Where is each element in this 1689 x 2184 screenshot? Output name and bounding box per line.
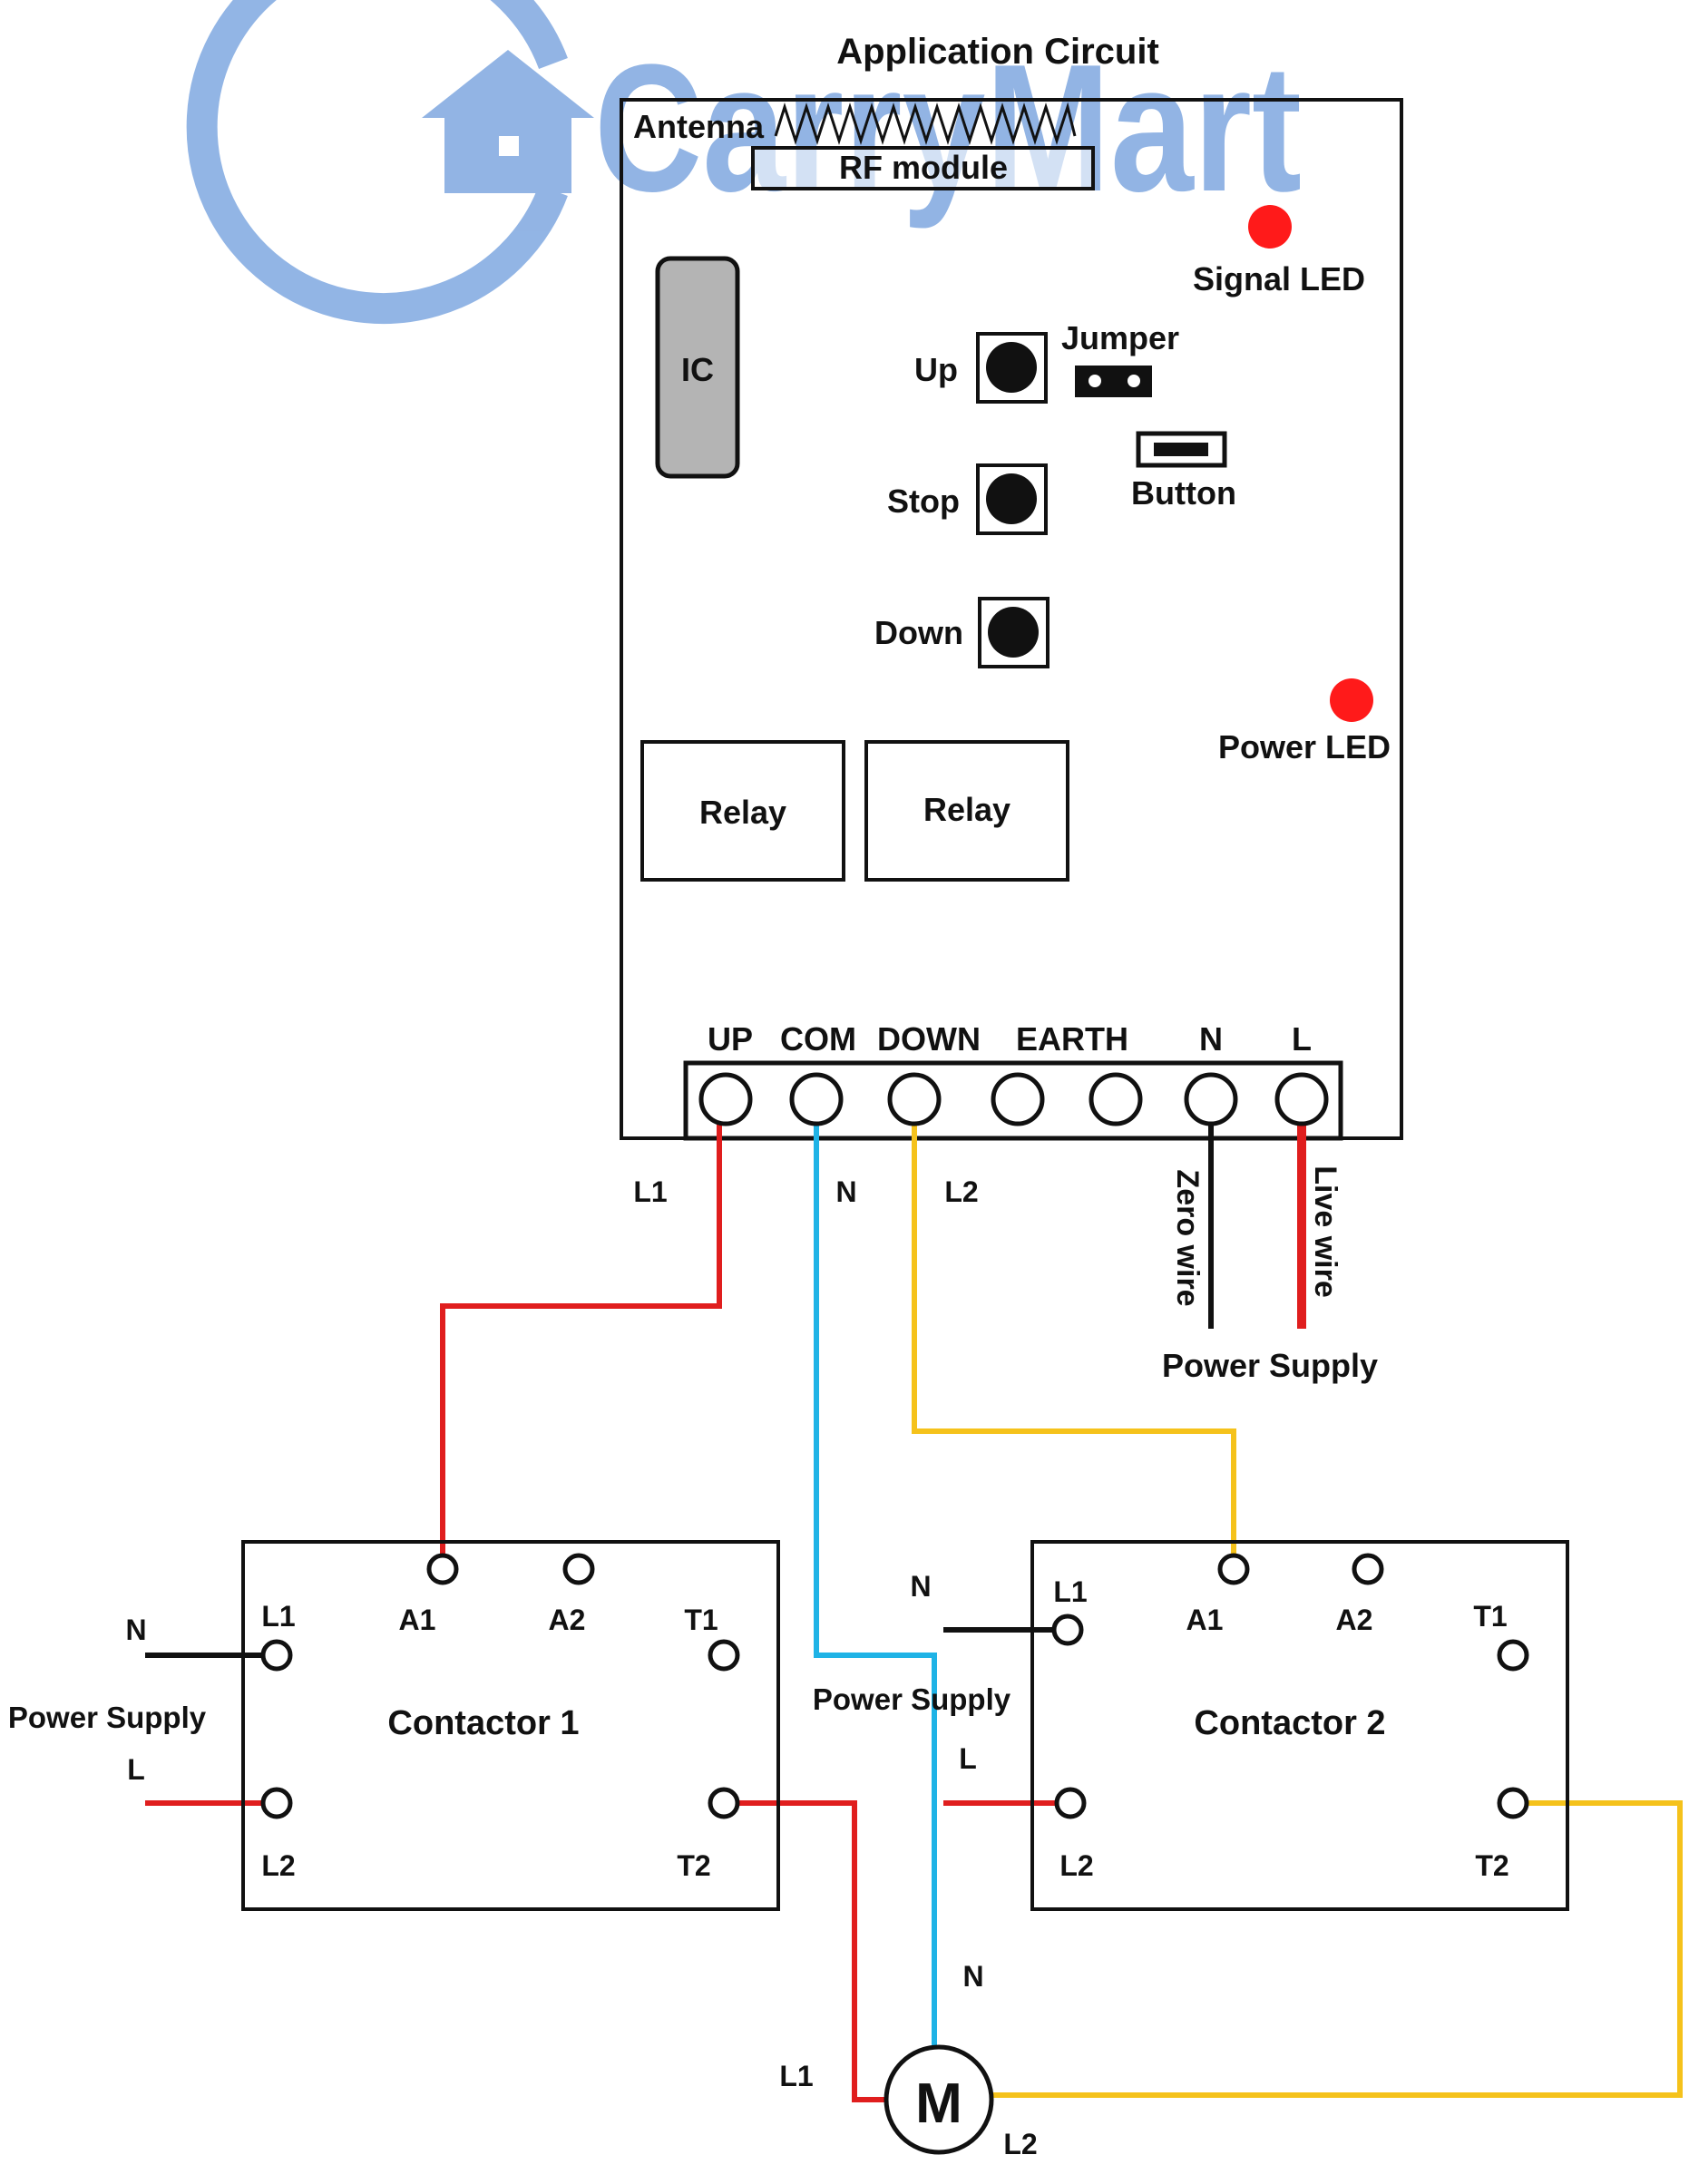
diagram-title: Application Circuit bbox=[836, 32, 1159, 72]
live-wire-label: Live wire bbox=[1308, 1165, 1342, 1298]
antenna-coil bbox=[774, 102, 1077, 145]
wire-up-label: L1 bbox=[633, 1175, 667, 1208]
terminal-label-l: L bbox=[1292, 1020, 1312, 1058]
c2-l1-label: L1 bbox=[1053, 1575, 1087, 1608]
button-label: Button bbox=[1131, 474, 1236, 512]
c2-a2-label: A2 bbox=[1336, 1604, 1373, 1636]
c2-terminal-l2[interactable] bbox=[1054, 1787, 1087, 1819]
down-label: Down bbox=[874, 614, 963, 651]
wire-c2-t2-yellow bbox=[991, 1800, 1683, 2098]
jumper-pin-2 bbox=[1128, 375, 1140, 387]
terminal-n[interactable] bbox=[1184, 1072, 1238, 1126]
motor bbox=[884, 2044, 994, 2155]
watermark-logo: CarryMart bbox=[186, 0, 1302, 324]
c2-t2-label: T2 bbox=[1475, 1849, 1508, 1882]
c1-a2-label: A2 bbox=[549, 1604, 586, 1636]
c1-terminal-a1[interactable] bbox=[426, 1553, 459, 1585]
terminal-label-up: UP bbox=[708, 1020, 753, 1058]
terminal-l[interactable] bbox=[1274, 1072, 1329, 1126]
stop-label: Stop bbox=[887, 483, 960, 520]
relay-2-label: Relay bbox=[923, 791, 1010, 828]
c1-t1-label: T1 bbox=[684, 1604, 718, 1636]
c2-a1-label: A1 bbox=[1186, 1604, 1224, 1636]
signal-led bbox=[1248, 205, 1292, 249]
c2-n-label: N bbox=[910, 1570, 931, 1603]
watermark-text: CarryMart bbox=[594, 27, 1302, 229]
motor-n-label: N bbox=[962, 1960, 983, 1993]
terminal-label-down: DOWN bbox=[877, 1020, 981, 1058]
motor-l2-label: L2 bbox=[1003, 2128, 1037, 2160]
power-led bbox=[1330, 678, 1373, 722]
relay-1-label: Relay bbox=[699, 794, 786, 831]
c2-terminal-a2[interactable] bbox=[1352, 1553, 1384, 1585]
terminal-earth[interactable] bbox=[991, 1072, 1045, 1126]
relay-1 bbox=[640, 740, 845, 882]
wire-c1-t2-red bbox=[739, 1800, 887, 2102]
jumper[interactable] bbox=[1075, 366, 1152, 397]
contactor-1 bbox=[241, 1540, 780, 1911]
jumper-pin-1 bbox=[1089, 375, 1101, 387]
power-led-label: Power LED bbox=[1218, 728, 1391, 765]
ic-chip bbox=[655, 256, 740, 479]
relay-2 bbox=[864, 740, 1069, 882]
c2-terminal-a1[interactable] bbox=[1217, 1553, 1250, 1585]
jumper-label: Jumper bbox=[1061, 319, 1179, 356]
c1-terminal-l1[interactable] bbox=[260, 1639, 293, 1672]
zero-wire-label: Zero wire bbox=[1170, 1169, 1205, 1306]
wire-down-yellow bbox=[912, 1123, 1236, 1569]
learn-button[interactable] bbox=[1154, 443, 1208, 456]
down-button[interactable] bbox=[988, 607, 1039, 658]
c1-terminal-l2[interactable] bbox=[260, 1787, 293, 1819]
contactor-2 bbox=[1030, 1540, 1569, 1911]
c1-n-label: N bbox=[125, 1614, 146, 1646]
terminal-up[interactable] bbox=[698, 1072, 753, 1126]
c1-a1-label: A1 bbox=[399, 1604, 436, 1636]
board-power-supply-label: Power Supply bbox=[1162, 1347, 1378, 1384]
c2-l2-label: L2 bbox=[1059, 1849, 1093, 1882]
c1-terminal-a2[interactable] bbox=[562, 1553, 595, 1585]
wire-down-label: L2 bbox=[944, 1175, 978, 1208]
motor-symbol: M bbox=[915, 2072, 962, 2135]
c1-l2-label: L2 bbox=[261, 1849, 295, 1882]
up-label: Up bbox=[914, 351, 958, 388]
stop-button[interactable] bbox=[986, 473, 1037, 524]
c2-power-supply-label: Power Supply bbox=[813, 1682, 1011, 1716]
terminal-blank[interactable] bbox=[1089, 1072, 1143, 1126]
c2-terminal-t2[interactable] bbox=[1497, 1787, 1529, 1819]
c1-l-label: L bbox=[127, 1753, 145, 1786]
c1-l1-label: L1 bbox=[261, 1600, 295, 1633]
terminal-label-earth: EARTH bbox=[1016, 1020, 1128, 1058]
contactor-1-name: Contactor 1 bbox=[387, 1704, 579, 1742]
house-icon bbox=[186, 0, 594, 324]
c1-terminal-t1[interactable] bbox=[708, 1639, 740, 1672]
wire-up-red bbox=[440, 1123, 722, 1569]
c2-l-label: L bbox=[959, 1742, 977, 1775]
wire-com-blue bbox=[814, 1123, 937, 2048]
signal-led-label: Signal LED bbox=[1193, 260, 1365, 297]
ic-label: IC bbox=[681, 351, 714, 388]
c1-t2-label: T2 bbox=[677, 1849, 710, 1882]
up-button[interactable] bbox=[986, 342, 1037, 393]
terminal-down[interactable] bbox=[887, 1072, 942, 1126]
terminal-com[interactable] bbox=[789, 1072, 844, 1126]
c1-terminal-t2[interactable] bbox=[708, 1787, 740, 1819]
motor-l1-label: L1 bbox=[779, 2060, 813, 2092]
terminal-label-n: N bbox=[1199, 1020, 1223, 1058]
c2-terminal-l1[interactable] bbox=[1051, 1614, 1084, 1646]
c2-terminal-t1[interactable] bbox=[1497, 1639, 1529, 1672]
terminal-label-com: COM bbox=[780, 1020, 856, 1058]
contactor-2-name: Contactor 2 bbox=[1194, 1704, 1385, 1742]
c2-t1-label: T1 bbox=[1473, 1600, 1507, 1633]
wire-com-label: N bbox=[835, 1175, 856, 1208]
rf-module bbox=[751, 146, 1095, 190]
antenna-label: Antenna bbox=[633, 108, 765, 145]
rf-module-label: RF module bbox=[839, 149, 1008, 186]
c1-power-supply-label: Power Supply bbox=[8, 1701, 207, 1734]
